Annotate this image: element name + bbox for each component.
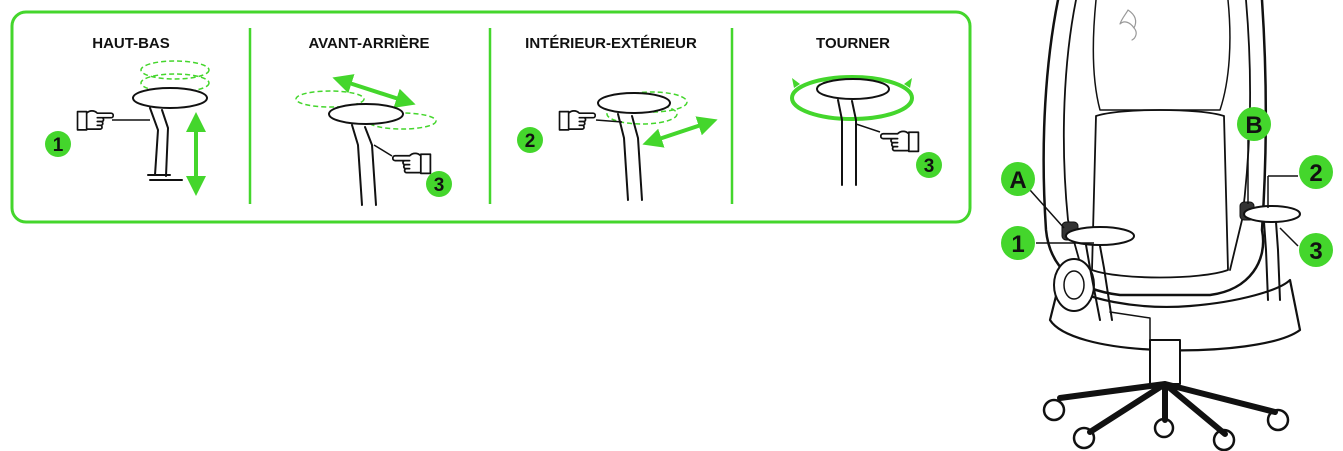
callout-label: 3 [1309,238,1322,265]
callout-badge-label: 1 [53,135,64,156]
instructions-frame [10,10,972,224]
panel-title: AVANT-ARRIÈRE [308,35,429,52]
armrest-pad [816,78,890,100]
panel-forward-backward: AVANT-ARRIÈRE 3 [295,35,452,206]
armrest-pad [597,92,671,114]
callout-badge-1 [1001,226,1035,260]
armrest-pad [1243,205,1301,223]
armrest-pad [132,87,208,109]
pointing-hand-icon [76,109,114,131]
pointing-hand-icon [392,152,432,175]
callout-badge-2 [1299,155,1333,189]
gaming-chair-illustration [1042,0,1302,451]
callout-badge [426,171,452,197]
callout-badge-a [1001,162,1035,196]
callout-badge-3 [1299,233,1333,267]
panel-title: HAUT-BAS [92,35,170,52]
callout-label: A [1009,167,1026,194]
callout-badge-label: 3 [434,175,445,196]
armrest-pad [328,103,404,125]
double-arrow-icon [332,74,416,108]
razer-logo-icon [1119,9,1137,41]
panel-rotate: TOURNER 3 [790,35,942,186]
callout-badge [45,131,71,157]
callout-badge-b [1237,107,1271,141]
callout-label: 2 [1309,160,1322,187]
rotate-arrow-icon [790,75,914,121]
callout-badge-label: 2 [525,131,536,152]
panel-title: INTÉRIEUR-EXTÉRIEUR [525,35,697,52]
callout-badge [517,127,543,153]
pointing-hand-icon [558,109,596,131]
callout-label: 1 [1011,231,1024,258]
panel-inward-outward: INTÉRIEUR-EXTÉRIEUR 2 [517,35,718,201]
callout-badge [916,152,942,178]
chair-callouts: A B 1 2 3 [1001,107,1333,267]
callout-label: B [1245,112,1262,139]
double-arrow-icon [642,116,718,148]
pointing-hand-icon [880,130,920,153]
panel-title: TOURNER [816,35,890,52]
callout-badge-label: 3 [924,156,935,177]
panel-up-down: HAUT-BAS 1 [45,35,210,196]
